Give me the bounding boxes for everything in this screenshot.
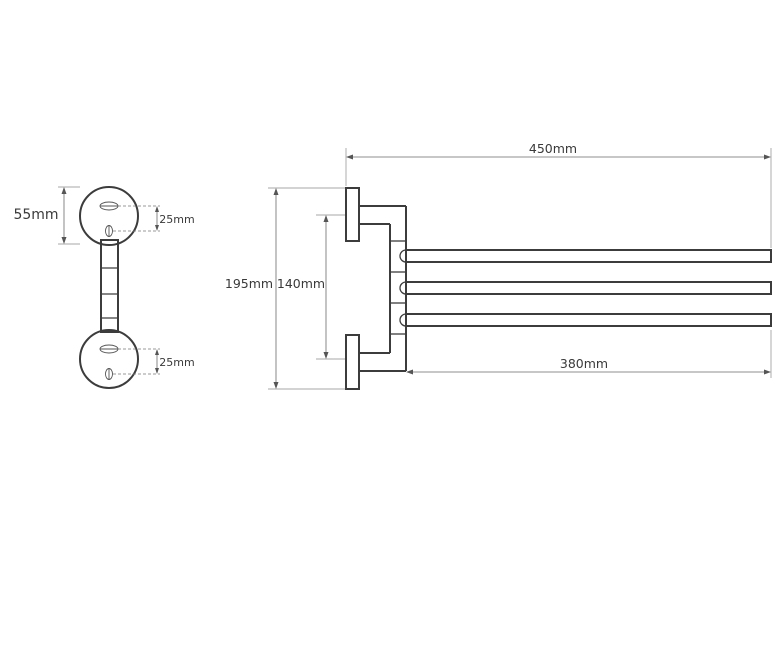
- lower-wall-plate: [345, 334, 360, 390]
- swivel-arm-1: [399, 249, 772, 263]
- label-140mm: 140mm: [277, 276, 325, 291]
- upper-rosette: [79, 186, 139, 246]
- swivel-arm-2: [399, 281, 772, 295]
- dim-195mm: [268, 187, 345, 390]
- label-55mm: 55mm: [13, 207, 58, 223]
- bracket-frame: [359, 205, 407, 372]
- dim-140mm: [316, 214, 345, 360]
- label-450mm: 450mm: [529, 141, 577, 156]
- label-380mm: 380mm: [560, 356, 608, 371]
- dim-upper-25mm: [113, 205, 160, 232]
- upper-screw-holes: [99, 201, 119, 237]
- upper-wall-plate: [345, 187, 360, 242]
- dim-lower-25mm: [113, 348, 160, 375]
- dim-450mm: [345, 148, 772, 248]
- side-view-bar: [100, 239, 119, 333]
- side-view: 55mm 25mm 25mm: [13, 186, 195, 389]
- dim-380mm: [406, 330, 772, 378]
- swivel-arm-3: [399, 313, 772, 327]
- lower-screw-holes: [99, 344, 119, 380]
- label-upper-25mm: 25mm: [159, 213, 194, 226]
- label-195mm: 195mm: [225, 276, 273, 291]
- dim-55mm: [58, 186, 80, 245]
- label-lower-25mm: 25mm: [159, 356, 194, 369]
- lower-rosette: [79, 329, 139, 389]
- front-view: 450mm 195mm 140mm 380mm: [225, 141, 772, 390]
